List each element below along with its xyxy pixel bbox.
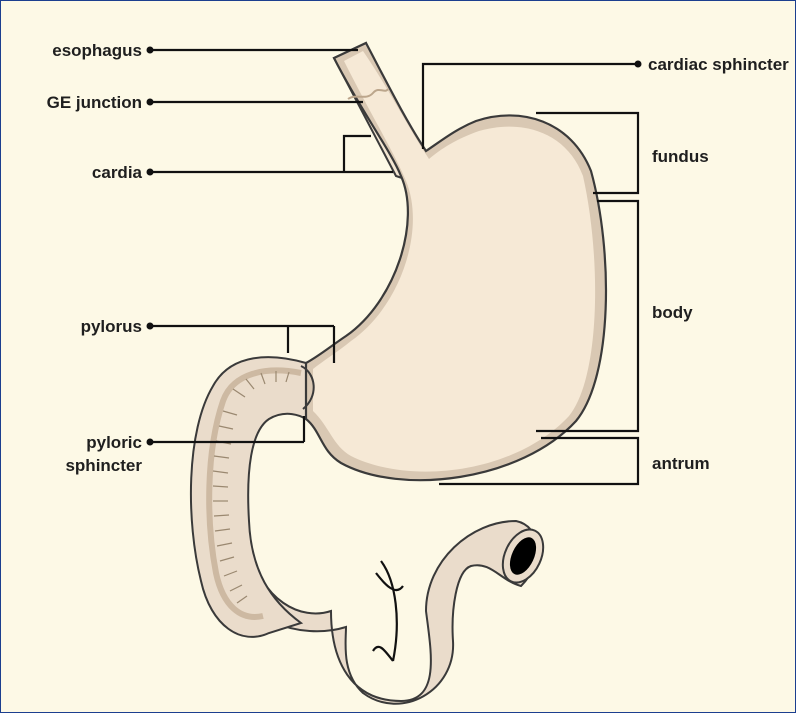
intestine-fold [373,647,393,661]
label-fundus: fundus [652,147,709,166]
label-pyloric-sphincter-line1: pyloric [86,433,142,452]
label-antrum: antrum [652,454,710,473]
duodenum [191,357,306,637]
label-esophagus: esophagus [52,41,142,60]
label-pyloric-sphincter-line2: sphincter [65,456,142,475]
label-cardia: cardia [92,163,143,182]
label-pylorus: pylorus [81,317,142,336]
intestine-fold [381,561,397,661]
label-cardiac-sphincter: cardiac sphincter [648,55,789,74]
stomach [301,43,606,480]
label-ge-junction: GE junction [47,93,142,112]
label-body: body [652,303,693,322]
cardia-bracket [344,136,371,172]
